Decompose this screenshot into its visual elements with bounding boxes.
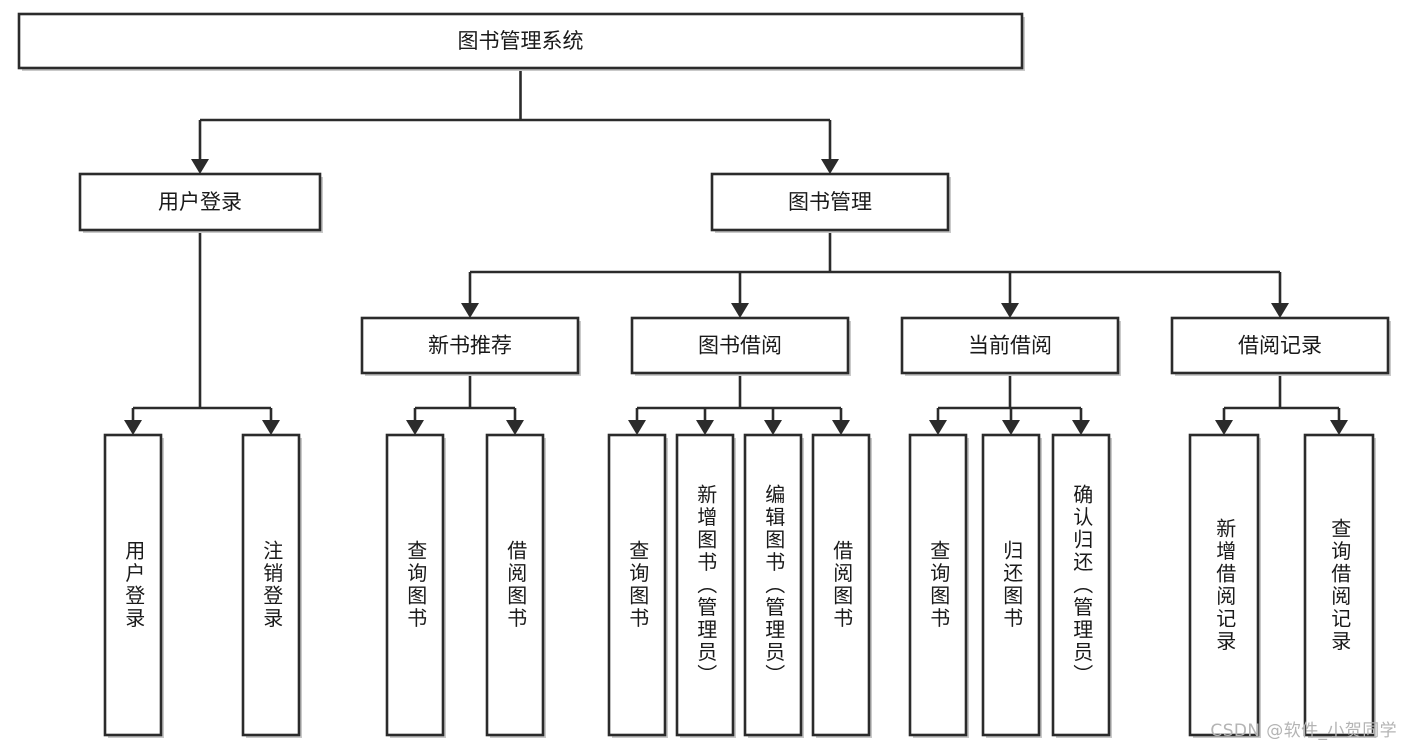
- arrow-head-icon: [628, 420, 646, 435]
- node-leaf-query-book-1[interactable]: [385, 433, 446, 738]
- node-leaf-query-book-3[interactable]: [908, 433, 969, 738]
- node-leaf-add-record[interactable]: [1188, 433, 1261, 738]
- arrow-head-icon: [696, 420, 714, 435]
- node-label: 新书推荐: [428, 334, 512, 358]
- node-leaf-add-book[interactable]: [675, 433, 736, 738]
- node-label: 当前借阅: [968, 334, 1052, 358]
- node-label: 图书借阅: [698, 334, 782, 358]
- arrow-head-icon: [1330, 420, 1348, 435]
- arrow-head-icon: [406, 420, 424, 435]
- arrow-head-icon: [191, 159, 209, 174]
- node-leaf-query-record[interactable]: [1303, 433, 1376, 738]
- node-label: 图书管理系统: [458, 29, 584, 53]
- node-new-book-rec[interactable]: 新书推荐: [360, 316, 581, 376]
- node-user-login[interactable]: 用户登录: [78, 172, 323, 233]
- arrow-head-icon: [832, 420, 850, 435]
- node-book-borrow[interactable]: 图书借阅: [630, 316, 851, 376]
- arrow-head-icon: [1215, 420, 1233, 435]
- arrow-head-icon: [1271, 303, 1289, 318]
- arrow-head-icon: [929, 420, 947, 435]
- node-leaf-user-login[interactable]: [103, 433, 164, 738]
- node-leaf-borrow-book-1[interactable]: [485, 433, 546, 738]
- arrow-head-icon: [461, 303, 479, 318]
- arrow-head-icon: [821, 159, 839, 174]
- arrow-head-icon: [124, 420, 142, 435]
- node-root-system[interactable]: 图书管理系统: [17, 12, 1025, 71]
- node-label: 用户登录: [158, 190, 242, 214]
- node-leaf-borrow-book-2[interactable]: [811, 433, 872, 738]
- arrow-head-icon: [1002, 420, 1020, 435]
- arrow-head-icon: [506, 420, 524, 435]
- connectors-layer: [124, 68, 1348, 435]
- arrow-head-icon: [1001, 303, 1019, 318]
- node-leaf-logout[interactable]: [241, 433, 302, 738]
- node-borrow-record[interactable]: 借阅记录: [1170, 316, 1391, 376]
- node-leaf-edit-book[interactable]: [743, 433, 804, 738]
- node-leaf-confirm-return[interactable]: [1051, 433, 1112, 738]
- watermark-text: CSDN @软件_小贺同学: [1210, 721, 1397, 741]
- node-leaf-query-book-2[interactable]: [607, 433, 668, 738]
- node-current-borrow[interactable]: 当前借阅: [900, 316, 1121, 376]
- arrow-head-icon: [764, 420, 782, 435]
- arrow-head-icon: [1072, 420, 1090, 435]
- arrow-head-icon: [262, 420, 280, 435]
- node-book-manage[interactable]: 图书管理: [710, 172, 951, 233]
- arrow-head-icon: [731, 303, 749, 318]
- node-leaf-return-book[interactable]: [981, 433, 1042, 738]
- node-label: 图书管理: [788, 190, 872, 214]
- node-label: 借阅记录: [1238, 334, 1322, 358]
